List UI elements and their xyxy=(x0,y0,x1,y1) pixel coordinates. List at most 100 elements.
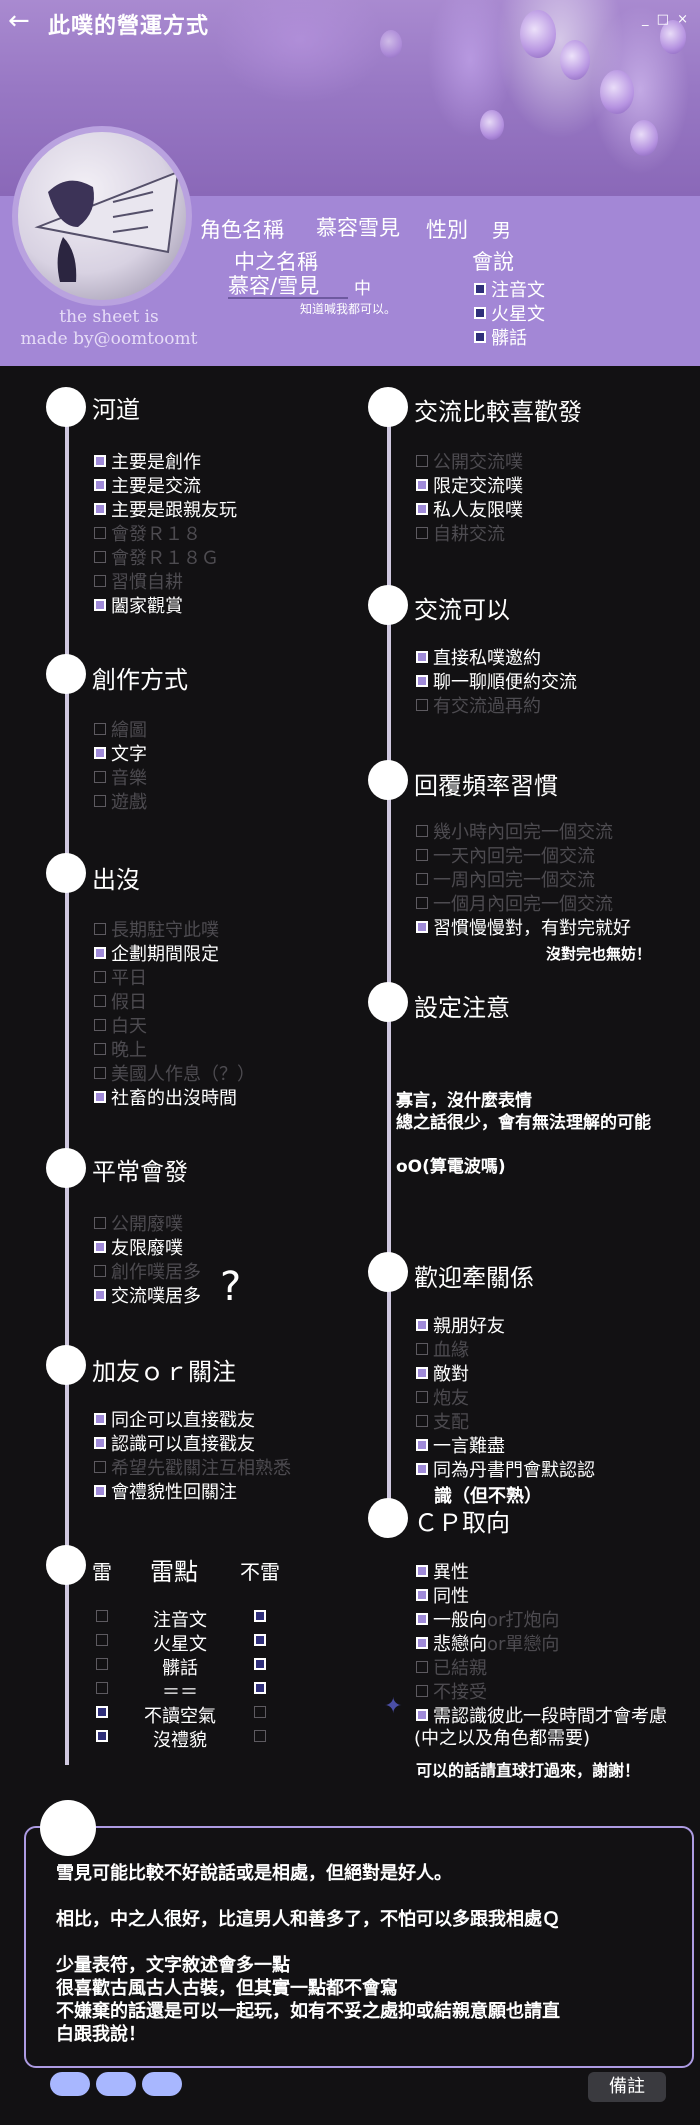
checkbox-icon[interactable] xyxy=(416,873,428,885)
not-trigger-checkbox-icon[interactable] xyxy=(254,1658,266,1670)
checkbox-option[interactable]: 同企可以直接戳友 xyxy=(94,1406,255,1432)
checkbox-icon[interactable] xyxy=(94,1265,106,1277)
window-controls[interactable]: _ □ × xyxy=(642,12,690,27)
not-trigger-checkbox-icon[interactable] xyxy=(254,1610,266,1622)
checkbox-icon[interactable] xyxy=(94,527,106,539)
checkbox-icon[interactable] xyxy=(94,503,106,515)
checkbox-option[interactable]: 不接受 xyxy=(416,1678,487,1704)
checkbox-option[interactable]: 直接私噗邀約 xyxy=(416,644,541,670)
memo-button[interactable]: 備註 xyxy=(588,2072,666,2102)
checkbox-icon[interactable] xyxy=(94,995,106,1007)
checkbox-option[interactable]: 交流噗居多 xyxy=(94,1282,201,1308)
checkbox-icon[interactable] xyxy=(416,921,428,933)
checkbox-icon[interactable] xyxy=(416,1343,428,1355)
checkbox-option[interactable]: 希望先戳關注互相熟悉 xyxy=(94,1454,291,1480)
checkbox-icon[interactable] xyxy=(416,675,428,687)
checkbox-option[interactable]: 血緣 xyxy=(416,1336,469,1362)
checkbox-icon[interactable] xyxy=(416,825,428,837)
checkbox-option[interactable]: 白天 xyxy=(94,1012,147,1038)
trigger-checkbox-icon[interactable] xyxy=(96,1706,108,1718)
checkbox-option[interactable]: 親朋好友 xyxy=(416,1312,505,1338)
checkbox-icon[interactable] xyxy=(94,923,106,935)
checkbox-icon[interactable] xyxy=(416,455,428,467)
checkbox-icon[interactable] xyxy=(474,307,486,319)
checkbox-icon[interactable] xyxy=(94,795,106,807)
checkbox-option[interactable]: 會發Ｒ１８ xyxy=(94,520,201,546)
back-arrow-icon[interactable]: ← xyxy=(8,6,30,36)
checkbox-icon[interactable] xyxy=(94,971,106,983)
checkbox-icon[interactable] xyxy=(94,771,106,783)
trigger-checkbox-icon[interactable] xyxy=(96,1658,108,1670)
checkbox-icon[interactable] xyxy=(94,1485,106,1497)
checkbox-icon[interactable] xyxy=(416,1685,428,1697)
checkbox-option[interactable]: 異性 xyxy=(416,1558,469,1584)
trigger-checkbox-icon[interactable] xyxy=(96,1682,108,1694)
trigger-checkbox-icon[interactable] xyxy=(96,1634,108,1646)
checkbox-option[interactable]: 同為丹書門會默認認 xyxy=(416,1456,595,1482)
checkbox-icon[interactable] xyxy=(416,1319,428,1331)
checkbox-icon[interactable] xyxy=(94,599,106,611)
checkbox-option[interactable]: 私人友限噗 xyxy=(416,496,523,522)
checkbox-option[interactable]: 公開廢噗 xyxy=(94,1210,183,1236)
checkbox-icon[interactable] xyxy=(94,947,106,959)
checkbox-option[interactable]: 限定交流噗 xyxy=(416,472,523,498)
checkbox-icon[interactable] xyxy=(416,1415,428,1427)
checkbox-icon[interactable] xyxy=(416,1709,428,1721)
checkbox-option[interactable]: 社畜的出沒時間 xyxy=(94,1084,237,1110)
checkbox-icon[interactable] xyxy=(94,1091,106,1103)
checkbox-option[interactable]: 假日 xyxy=(94,988,147,1014)
checkbox-option[interactable]: 有交流過再約 xyxy=(416,692,541,718)
checkbox-option[interactable]: 支配 xyxy=(416,1408,469,1434)
checkbox-option[interactable]: 已結親 xyxy=(416,1654,487,1680)
checkbox-icon[interactable] xyxy=(474,283,486,295)
checkbox-icon[interactable] xyxy=(94,1241,106,1253)
checkbox-icon[interactable] xyxy=(416,1367,428,1379)
checkbox-option[interactable]: 一言難盡 xyxy=(416,1432,505,1458)
not-trigger-checkbox-icon[interactable] xyxy=(254,1634,266,1646)
checkbox-option[interactable]: 習慣自耕 xyxy=(94,568,183,594)
checkbox-option[interactable]: 繪圖 xyxy=(94,716,147,742)
checkbox-option[interactable]: 文字 xyxy=(94,740,147,766)
color-tab[interactable] xyxy=(50,2072,90,2096)
checkbox-option[interactable]: 平日 xyxy=(94,964,147,990)
checkbox-option[interactable]: 公開交流噗 xyxy=(416,448,523,474)
checkbox-icon[interactable] xyxy=(94,723,106,735)
checkbox-option[interactable]: 企劃期間限定 xyxy=(94,940,219,966)
checkbox-option[interactable]: 主要是創作 xyxy=(94,448,201,474)
checkbox-option[interactable]: 聊一聊順便約交流 xyxy=(416,668,577,694)
checkbox-option[interactable]: 闔家觀賞 xyxy=(94,592,183,618)
checkbox-icon[interactable] xyxy=(94,551,106,563)
checkbox-option[interactable]: 遊戲 xyxy=(94,788,147,814)
checkbox-option[interactable]: 美國人作息（？） xyxy=(94,1060,255,1086)
checkbox-icon[interactable] xyxy=(416,1661,428,1673)
trigger-checkbox-icon[interactable] xyxy=(96,1610,108,1622)
checkbox-icon[interactable] xyxy=(416,1391,428,1403)
checkbox-option[interactable]: 認識可以直接戳友 xyxy=(94,1430,255,1456)
checkbox-option[interactable]: 創作噗居多 xyxy=(94,1258,201,1284)
checkbox-option[interactable]: 一個月內回完一個交流 xyxy=(416,890,613,916)
checkbox-option[interactable]: 音樂 xyxy=(94,764,147,790)
checkbox-option[interactable]: 長期駐守此噗 xyxy=(94,916,219,942)
not-trigger-checkbox-icon[interactable] xyxy=(254,1682,266,1694)
checkbox-icon[interactable] xyxy=(94,1461,106,1473)
checkbox-option[interactable]: 炮友 xyxy=(416,1384,469,1410)
checkbox-icon[interactable] xyxy=(94,455,106,467)
checkbox-icon[interactable] xyxy=(94,1043,106,1055)
checkbox-icon[interactable] xyxy=(94,1217,106,1229)
not-trigger-checkbox-icon[interactable] xyxy=(254,1730,266,1742)
language-option[interactable]: 注音文 xyxy=(474,276,545,302)
checkbox-option[interactable]: 同性 xyxy=(416,1582,469,1608)
checkbox-option[interactable]: 敵對 xyxy=(416,1360,469,1386)
language-option[interactable]: 火星文 xyxy=(474,300,545,326)
checkbox-icon[interactable] xyxy=(416,1637,428,1649)
checkbox-icon[interactable] xyxy=(416,479,428,491)
checkbox-icon[interactable] xyxy=(416,849,428,861)
color-tab[interactable] xyxy=(142,2072,182,2096)
checkbox-icon[interactable] xyxy=(474,331,486,343)
checkbox-icon[interactable] xyxy=(416,1589,428,1601)
checkbox-icon[interactable] xyxy=(416,1463,428,1475)
checkbox-option[interactable]: 一周內回完一個交流 xyxy=(416,866,595,892)
checkbox-icon[interactable] xyxy=(94,575,106,587)
